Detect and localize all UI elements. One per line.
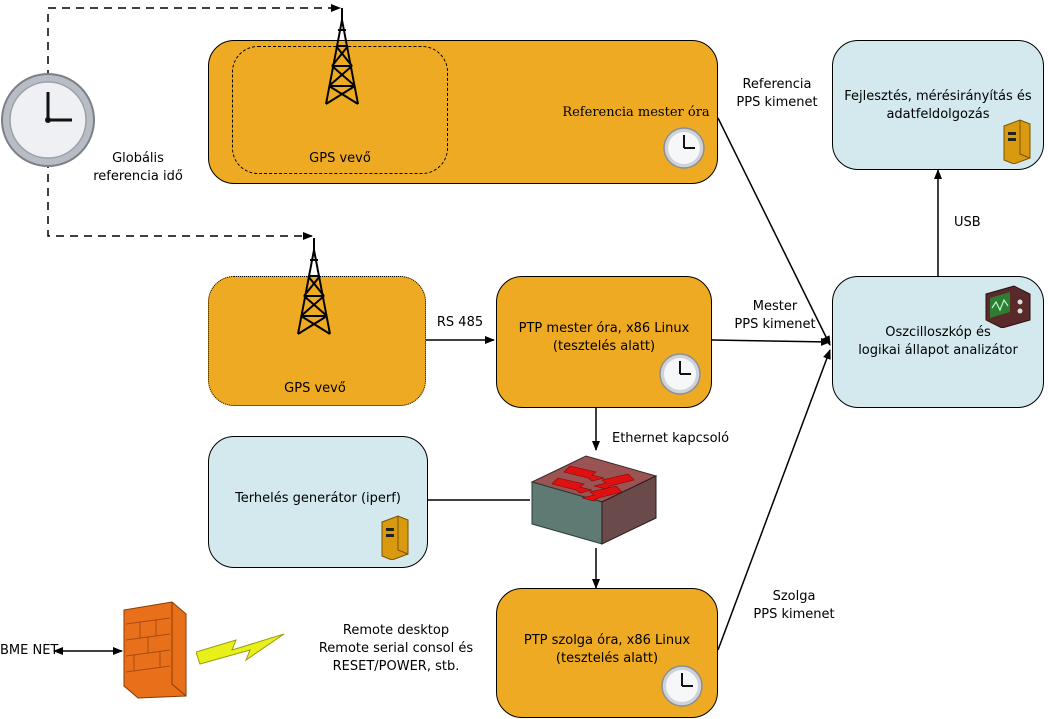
ref-master-label: Referencia mester óra (562, 105, 710, 120)
gps2-label: GPS vevő (284, 381, 346, 396)
slave-pps-line (717, 349, 831, 651)
dashed-link-top (47, 4, 341, 78)
gps2-box (208, 276, 426, 406)
antenna-tower-icon (325, 8, 359, 105)
server-tower-icon (1003, 119, 1031, 164)
global-clock-icon (1, 73, 95, 167)
ref-master-box (208, 40, 718, 184)
antenna-tower-icon (297, 238, 331, 335)
ptp-master-clock-icon (659, 353, 701, 395)
firewall-icon (123, 601, 187, 699)
usb-label: USB (954, 215, 981, 230)
ref-clock-icon (663, 127, 705, 169)
oscilloscope-icon (985, 285, 1031, 328)
ethernet-switch-icon[interactable] (530, 452, 660, 548)
server-tower-icon (381, 515, 409, 560)
rs485-label: RS 485 (436, 315, 484, 330)
ref-gps-label: GPS vevő (309, 151, 371, 166)
ptp-master-label: PTP mester óra, x86 Linux(tesztelés alat… (518, 321, 690, 354)
ptp-slave-label: PTP szolga óra, x86 Linux(tesztelés alat… (523, 633, 691, 666)
lightning-icon (196, 633, 285, 665)
ptp-slave-clock-icon (661, 665, 703, 707)
ref-pps-line (717, 117, 831, 346)
switch-label: Ethernet kapcsoló (612, 431, 730, 446)
bme-net-label: BME NET (0, 643, 59, 658)
load-gen-label: Terhelés generátor (iperf) (235, 491, 401, 506)
dashed-link-bottom (47, 160, 313, 240)
master-pps-line (711, 337, 831, 346)
